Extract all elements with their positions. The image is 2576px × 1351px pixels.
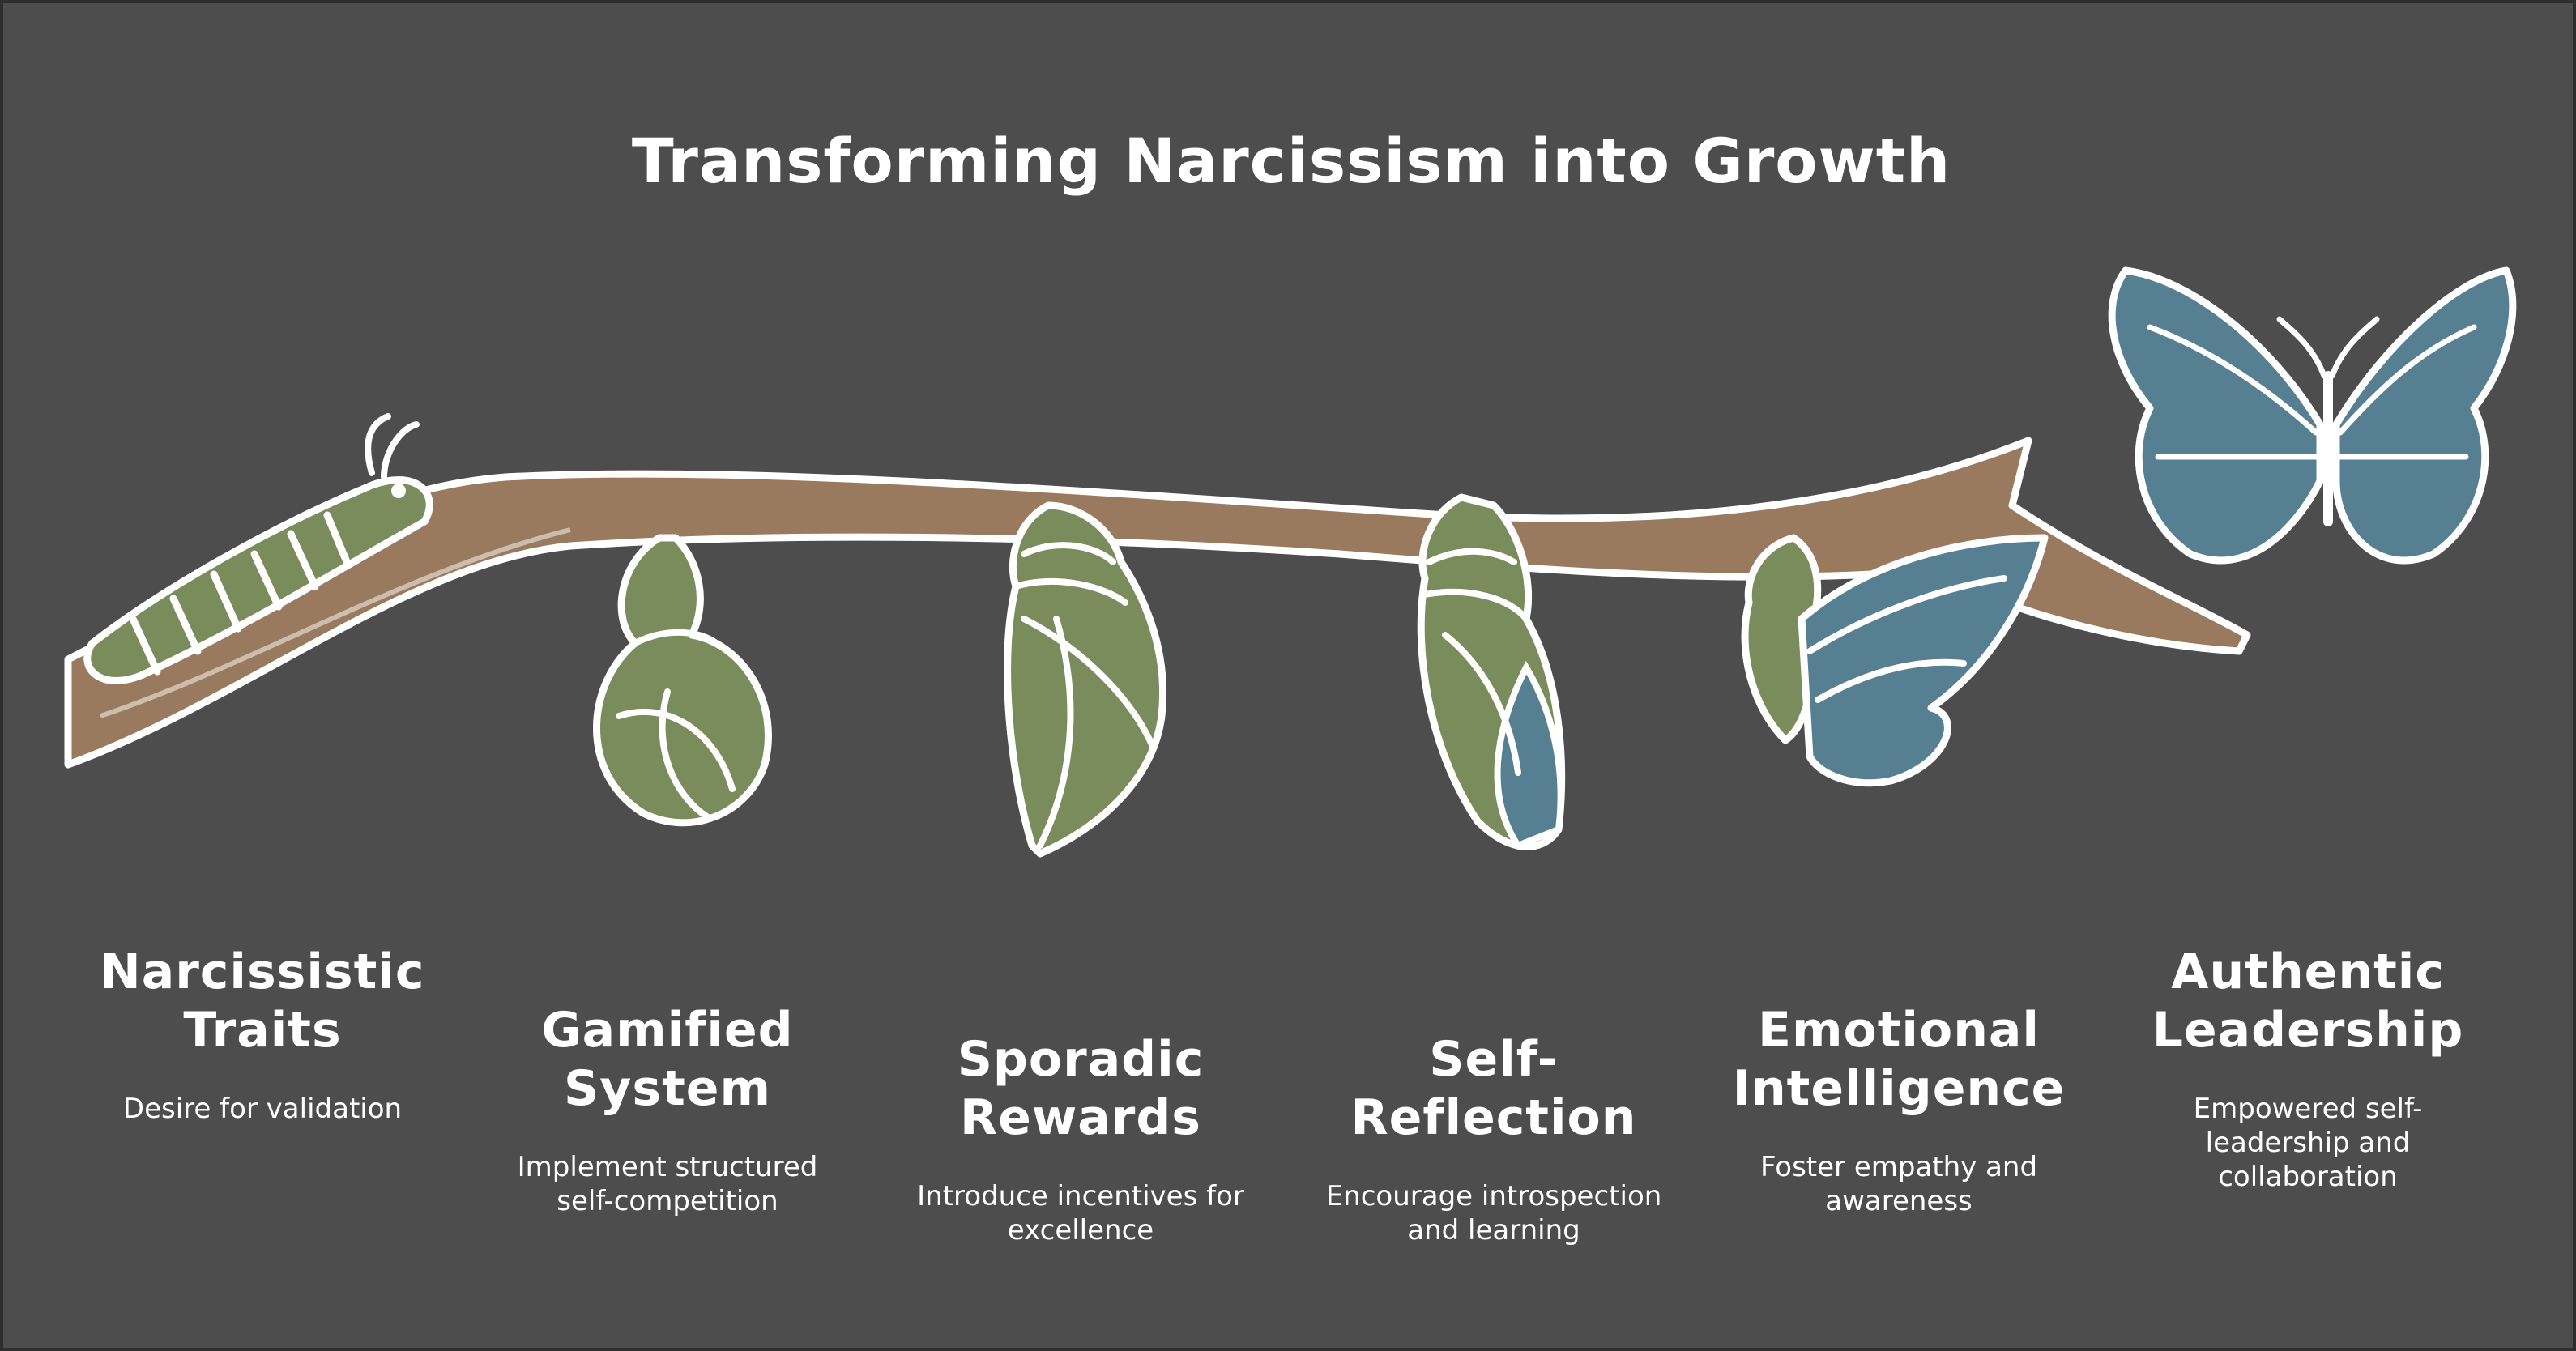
stage-self-reflection: Self- Reflection Encourage introspection…: [1291, 1030, 1696, 1247]
diagram-title: Transforming Narcissism into Growth: [631, 125, 1951, 197]
butterfly-icon: [2108, 266, 2517, 565]
stage-title: Gamified System: [541, 1002, 794, 1117]
early-chrysalis-icon: [593, 534, 772, 827]
chrysalis-icon: [1004, 501, 1166, 858]
stage-narcissistic-traits: Narcissistic Traits Desire for validatio…: [60, 943, 465, 1126]
stage-title: Authentic Leadership: [2152, 944, 2464, 1059]
stage-sporadic-rewards: Sporadic Rewards Introduce incentives fo…: [878, 1030, 1283, 1247]
stage-description: Encourage introspection and learning: [1325, 1180, 1662, 1247]
cracking-chrysalis-icon: [1417, 493, 1566, 850]
stage-description: Empowered self- leadership and collabora…: [2193, 1093, 2423, 1193]
branch-icon: [64, 437, 2251, 769]
metamorphosis-illustration: [64, 266, 2517, 858]
stage-title: Emotional Intelligence: [1732, 1002, 2066, 1117]
stage-description: Desire for validation: [122, 1093, 403, 1125]
stage-description: Implement structured self-competition: [517, 1151, 818, 1217]
stage-title: Sporadic Rewards: [957, 1031, 1205, 1146]
stage-description: Foster empathy and awareness: [1759, 1151, 2038, 1217]
stage-gamified-system: Gamified System Implement structured sel…: [465, 1001, 870, 1218]
stage-description: Introduce incentives for excellence: [917, 1180, 1244, 1247]
stage-title: Self- Reflection: [1350, 1031, 1637, 1146]
emerging-butterfly-icon: [1741, 534, 2049, 787]
stage-authentic-leadership: Authentic Leadership Empowered self- lea…: [2105, 943, 2510, 1194]
stage-title: Narcissistic Traits: [100, 944, 425, 1059]
caterpillar-icon: [83, 413, 433, 684]
stage-emotional-intelligence: Emotional Intelligence Foster empathy an…: [1696, 1001, 2101, 1218]
